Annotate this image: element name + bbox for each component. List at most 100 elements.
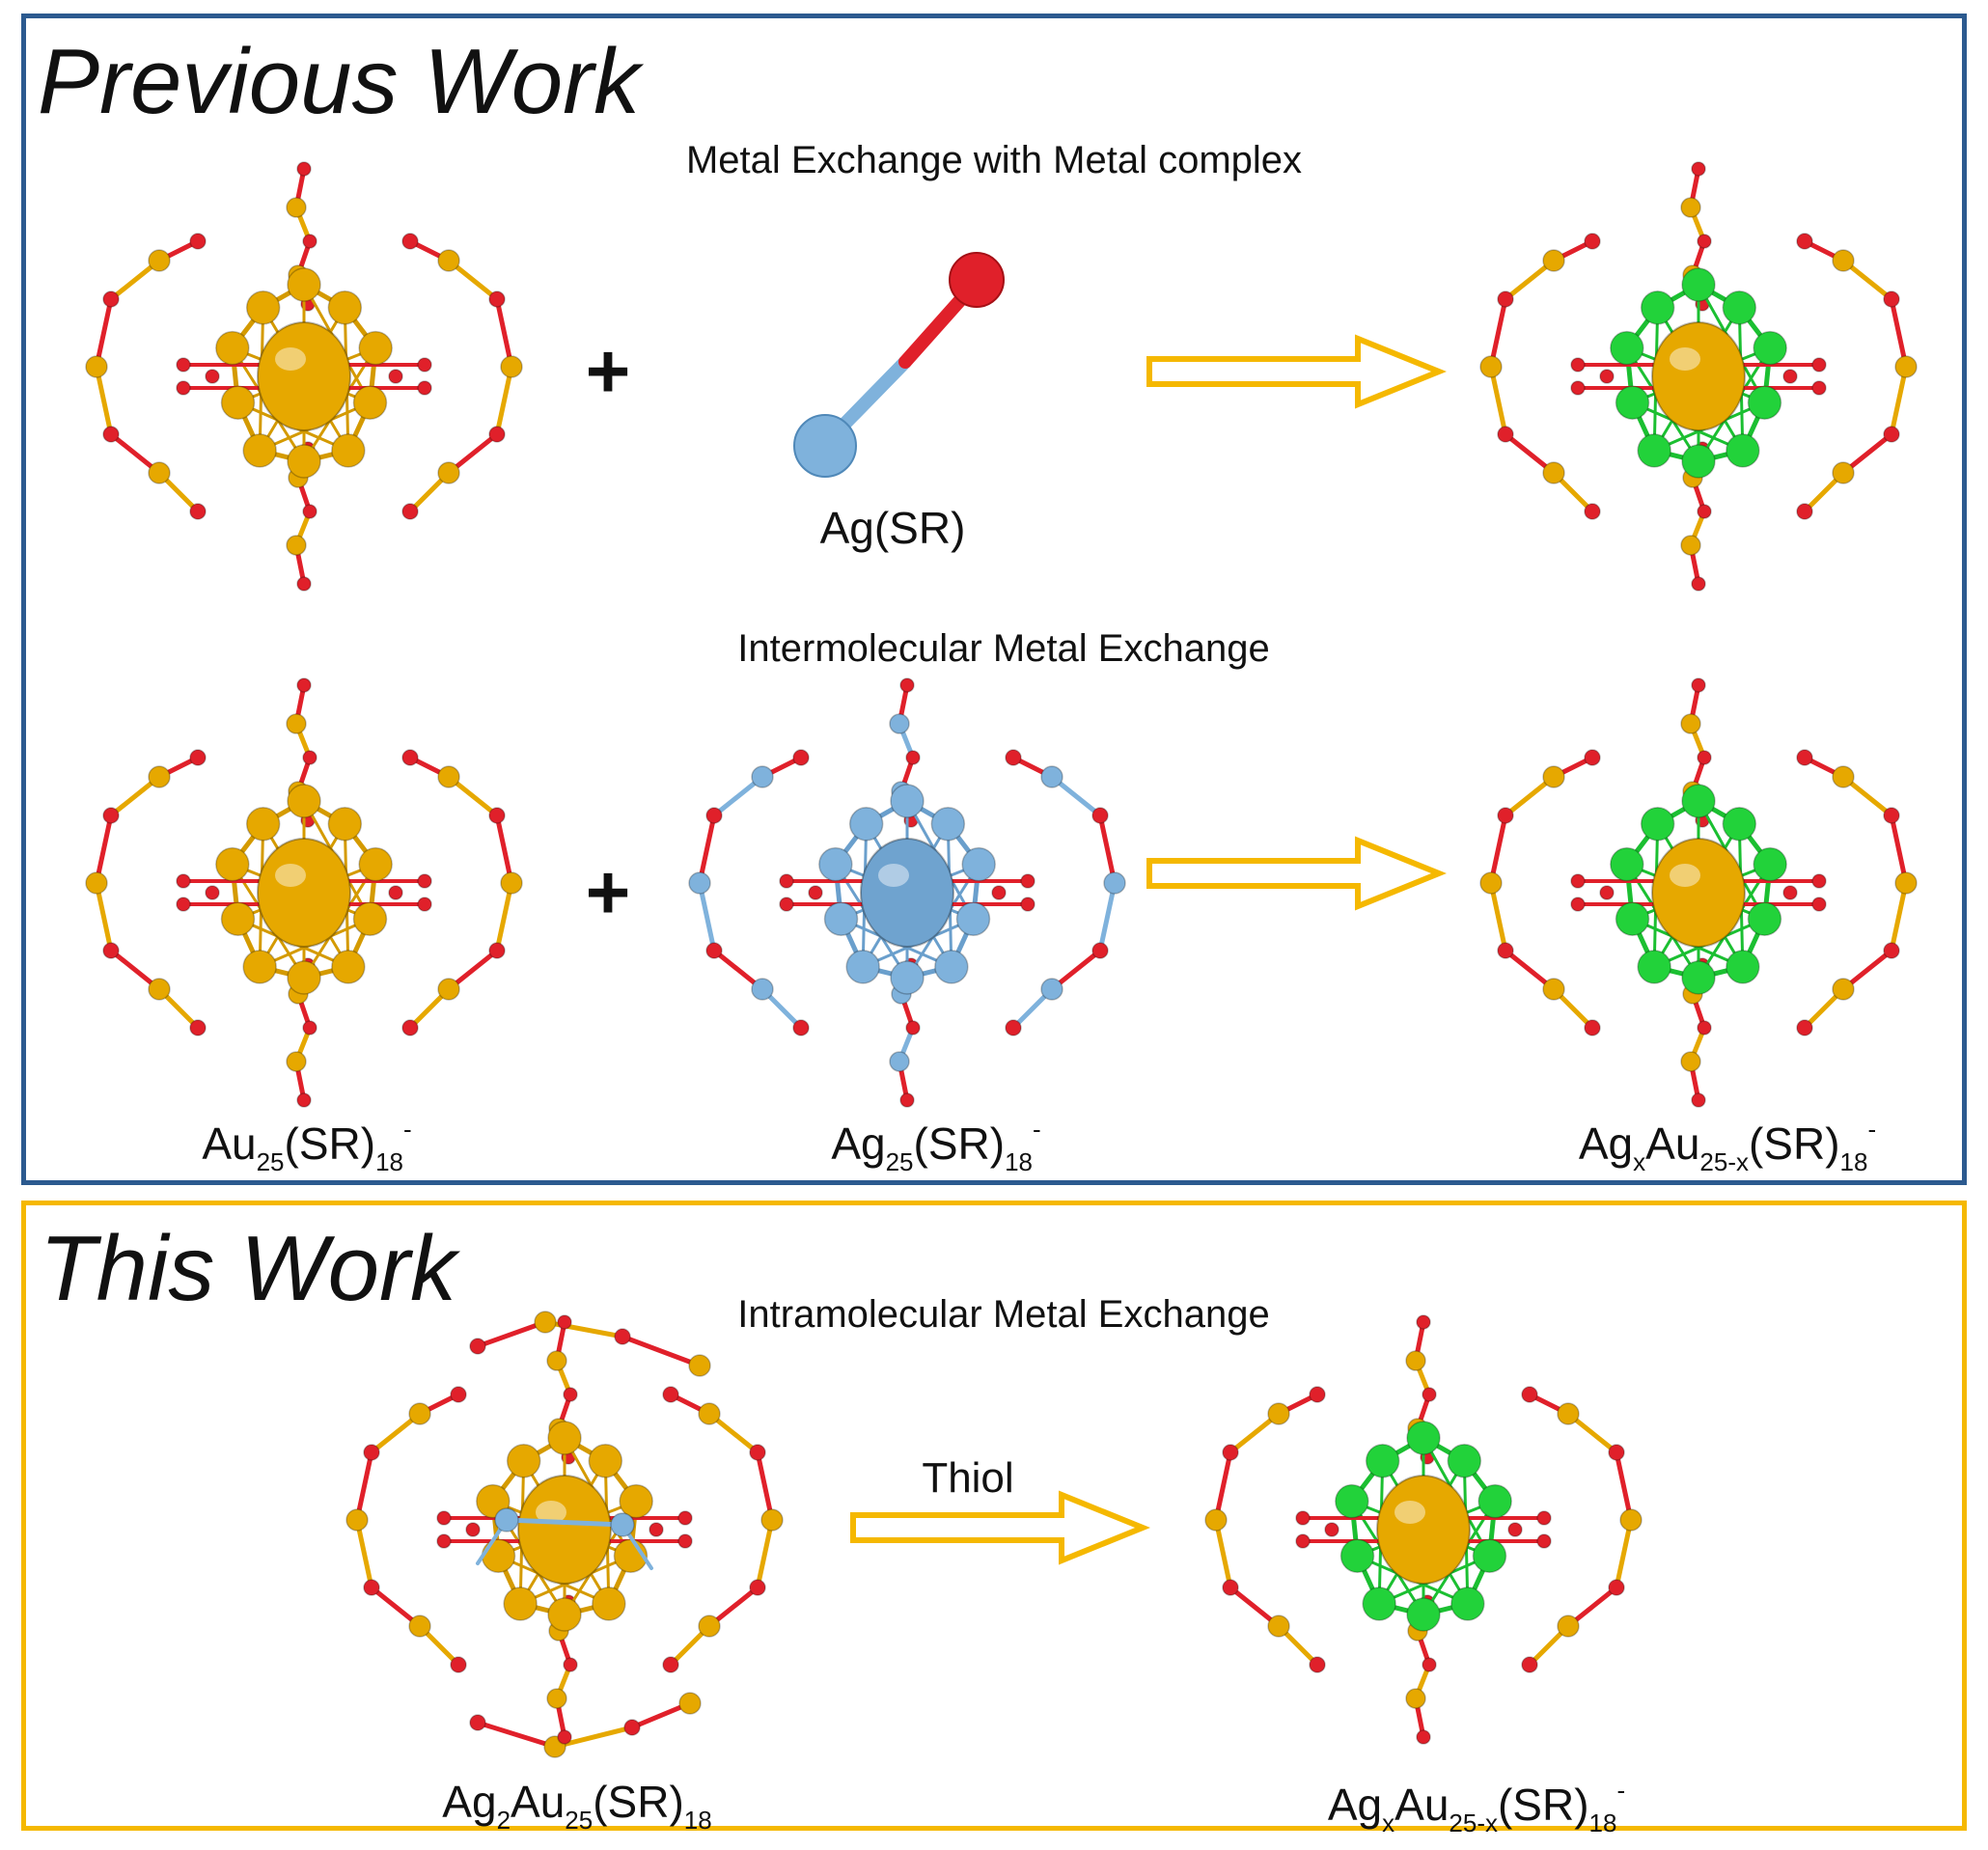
staple-bond: [475, 1720, 558, 1750]
staple-bond: [494, 296, 514, 370]
staple-atom: [1267, 1402, 1290, 1425]
sulfur-atom: [1691, 576, 1706, 592]
sulfur-atom: [296, 1092, 312, 1108]
staple-bond: [494, 813, 514, 886]
agxau-cluster-row2: [1479, 677, 1918, 1108]
sulfur-atom: [1422, 1657, 1437, 1672]
core-atom: [1637, 950, 1671, 984]
sulfur-atom: [905, 1020, 921, 1035]
core-atom: [245, 807, 281, 842]
staple-atom: [1479, 355, 1503, 378]
ag-sr-complex: [793, 252, 1005, 478]
core-atom: [818, 846, 853, 882]
ag-sr-label: Ag(SR): [819, 503, 966, 553]
reaction-arrow-row2: [1146, 836, 1447, 911]
core-atom: [327, 290, 363, 325]
core-atom: [1610, 846, 1644, 882]
sulfur-atom: [779, 897, 794, 912]
staple-atom: [437, 249, 460, 272]
thiol-label: Thiol: [922, 1454, 1014, 1502]
sulfur-atom: [705, 942, 723, 959]
staple-atom: [760, 1508, 784, 1532]
core-atom: [506, 1444, 541, 1478]
sulfur-atom: [388, 885, 403, 900]
core-atom: [287, 267, 321, 302]
sulfur-atom: [1497, 426, 1514, 443]
ag-dopant-bond: [504, 1517, 625, 1528]
core-atom: [1406, 1421, 1441, 1455]
sulfur-atom: [1608, 1444, 1625, 1461]
staple-bond: [354, 1517, 374, 1590]
staple-atom: [1103, 871, 1126, 895]
sulfur-atom: [899, 677, 915, 693]
core-atom: [1681, 444, 1716, 479]
sulfur-atom: [557, 1314, 572, 1330]
staple-atom: [1680, 197, 1701, 218]
staple-atom: [1405, 1350, 1426, 1371]
sulfur-atom: [1536, 1510, 1552, 1526]
sulfur-atom: [1811, 357, 1827, 373]
reaction-arrow-thiol: [850, 1490, 1150, 1565]
sulfur-atom: [1222, 1579, 1239, 1596]
core-atom: [1726, 950, 1760, 984]
core-atom: [619, 1483, 653, 1519]
staple-bond: [755, 1450, 775, 1523]
core-atom: [1747, 385, 1782, 420]
ag-dopant-atom: [494, 1507, 519, 1532]
sulfur-atom: [1584, 503, 1601, 520]
sulfur-atom: [1416, 1314, 1431, 1330]
staple-atom: [546, 1350, 567, 1371]
core-atom: [1726, 433, 1760, 468]
sulfur-atom: [417, 873, 432, 889]
sulfur-atom: [949, 252, 1005, 308]
core-atom: [242, 433, 277, 468]
sulfur-atom: [1691, 677, 1706, 693]
staple-atom: [500, 355, 523, 378]
sulfur-atom: [205, 369, 220, 384]
sulfur-atom: [1584, 749, 1601, 766]
sulfur-atom: [1811, 873, 1827, 889]
staple-atom: [148, 461, 171, 484]
sulfur-atom: [749, 1579, 766, 1596]
core-atom: [215, 846, 250, 882]
this-work-heading: This Work: [40, 1217, 456, 1320]
sulfur-atom: [1883, 807, 1900, 824]
sulfur-atom: [1796, 749, 1813, 766]
core-atom: [481, 1538, 516, 1573]
sulfur-atom: [623, 1719, 641, 1736]
staple-bond: [552, 1725, 635, 1750]
sulfur-atom: [1295, 1533, 1311, 1549]
sulfur-atom: [296, 677, 312, 693]
sulfur-atom: [1697, 234, 1712, 249]
sulfur-atom: [1796, 1019, 1813, 1036]
staple-atom: [1542, 765, 1565, 788]
sulfur-atom: [417, 380, 432, 396]
sulfur-atom: [302, 504, 318, 519]
sulfur-atom: [1324, 1522, 1339, 1537]
sulfur-atom: [469, 1714, 486, 1731]
core-atom: [352, 901, 388, 936]
sulfur-atom: [450, 1386, 467, 1403]
central-atom: [1651, 321, 1746, 431]
sulfur-atom: [563, 1657, 578, 1672]
sulfur-atom: [1796, 503, 1813, 520]
sulfur-atom: [1608, 1579, 1625, 1596]
core-atom: [331, 950, 366, 984]
sulfur-atom: [102, 942, 120, 959]
core-atom: [287, 960, 321, 995]
sulfur-atom: [102, 290, 120, 308]
core-atom: [1681, 267, 1716, 302]
sulfur-atom: [1782, 369, 1798, 384]
staple-atom: [148, 978, 171, 1001]
staple-bond: [494, 880, 514, 953]
staple-bond: [1889, 880, 1909, 953]
staple-atom: [1832, 461, 1855, 484]
staple-atom: [1680, 713, 1701, 734]
core-atom: [358, 330, 393, 366]
core-atom: [1681, 960, 1716, 995]
sulfur-atom: [1599, 369, 1615, 384]
staple-atom: [500, 871, 523, 895]
sulfur-atom: [176, 897, 191, 912]
sulfur-atom: [1811, 380, 1827, 396]
sulfur-atom: [436, 1533, 452, 1549]
